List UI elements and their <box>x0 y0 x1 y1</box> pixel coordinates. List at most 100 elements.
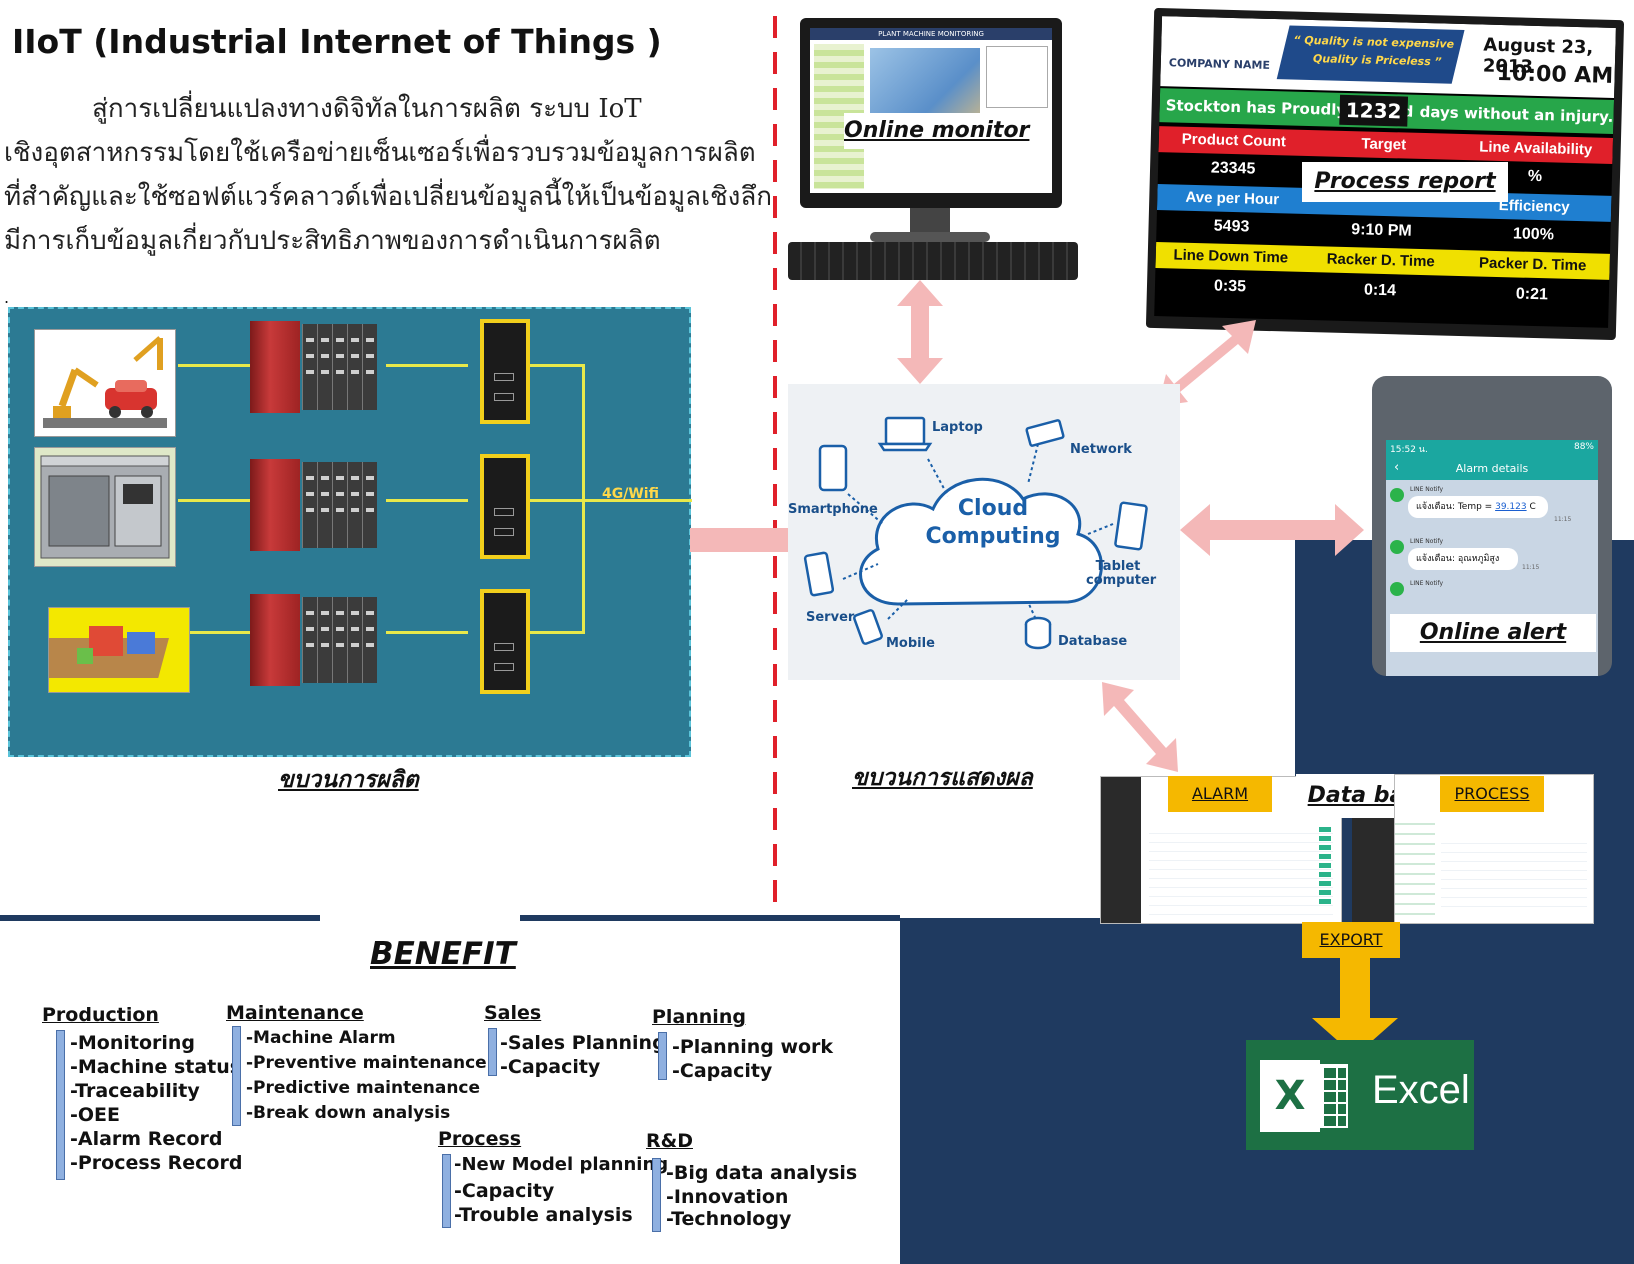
cloud-node-tablet: Tablet computer <box>1086 559 1157 588</box>
alert-unit: C <box>1526 502 1536 512</box>
cloud-node-network: Network <box>1070 442 1132 457</box>
cloud-title-2: Computing <box>925 524 1061 549</box>
robot-arm-image <box>34 329 176 437</box>
cloud-node-smartphone: Smartphone <box>788 502 878 517</box>
notify-label-2: LINE Notify <box>1410 538 1444 545</box>
report-cell: Product Count <box>1181 130 1287 151</box>
benefit-item: -Capacity <box>500 1056 601 1078</box>
excel-grid-icon <box>1320 1064 1348 1128</box>
benefit-bar <box>232 1026 241 1126</box>
benefit-head-production: Production <box>42 1004 159 1026</box>
gateway-device-3 <box>480 589 530 694</box>
monitor-header: PLANT MACHINE MONITORING <box>810 28 1052 40</box>
intro-bullet: . <box>4 288 10 307</box>
benefit-head-sales: Sales <box>484 1002 542 1024</box>
report-cell: 0:35 <box>1213 277 1247 296</box>
plc-unit-3 <box>250 594 378 686</box>
divider-line <box>773 16 777 906</box>
report-cell: Racker D. Time <box>1326 250 1436 271</box>
phone-battery: 88% <box>1573 442 1594 452</box>
plc-unit-2 <box>250 459 378 551</box>
process-report-label: Process report <box>1302 162 1508 202</box>
benefit-item: -OEE <box>70 1104 120 1126</box>
benefit-item: -Break down analysis <box>246 1103 451 1123</box>
intro-line-3: ที่สำคัญและใช้ซอฟต์แวร์คลาวด์เพื่อเปลี่ย… <box>4 182 773 212</box>
benefit-item: -Machine status <box>70 1056 242 1078</box>
excel-logo: X Excel <box>1246 1040 1474 1150</box>
alert-time-2: 11:15 <box>1522 564 1540 571</box>
benefit-bar <box>488 1028 497 1076</box>
benefit-item: -New Model planning <box>454 1154 669 1175</box>
line-icon <box>1390 488 1404 502</box>
excel-label: Excel <box>1372 1068 1470 1112</box>
arrow-cloud-report <box>1158 320 1256 406</box>
alert-message-1: แจ้งเตือน: Temp = 39.123 C <box>1408 496 1548 518</box>
page-title: IIoT (Industrial Internet of Things ) <box>12 22 662 61</box>
cloud-node-database: Database <box>1058 634 1128 649</box>
benefit-item: -Big data analysis <box>666 1162 858 1184</box>
report-cell: 0:14 <box>1363 281 1397 300</box>
report-cell: 23345 <box>1210 159 1256 178</box>
intro-line-4: มีการเก็บข้อมูลเกี่ยวกับประสิทธิภาพของกา… <box>4 226 661 256</box>
benefit-title: BENEFIT <box>370 936 516 972</box>
notify-label-1: LINE Notify <box>1410 486 1444 493</box>
arrow-export-down <box>1312 958 1398 1056</box>
alert-time-1: 11:15 <box>1554 516 1572 523</box>
cloud-node-mobile: Mobile <box>886 636 935 651</box>
gateway-device-2 <box>480 454 530 559</box>
benefit-item: -Sales Planning <box>500 1032 666 1054</box>
assembly-line-image <box>38 607 190 693</box>
production-panel: 4G/Wifi <box>8 307 692 757</box>
excel-x-icon: X <box>1260 1060 1320 1132</box>
process-screenshot <box>1394 774 1594 924</box>
benefit-bar <box>56 1030 65 1180</box>
process-sidebar <box>1395 815 1435 915</box>
alarm-sidebar <box>1101 777 1141 923</box>
report-banner-count: 1232 <box>1339 94 1409 127</box>
smartphone-frame: 15:52 น. 88% ‹ Alarm details LINE Notify… <box>1372 376 1612 676</box>
phone-header-title: Alarm details <box>1455 462 1529 475</box>
benefit-bar <box>658 1032 667 1080</box>
export-button[interactable]: EXPORT <box>1302 922 1400 958</box>
cloud-graphic <box>803 416 1148 650</box>
benefit-head-process: Process <box>438 1128 522 1150</box>
notify-label-3: LINE Notify <box>1410 580 1444 587</box>
intro-line-1: สู่การเปลี่ยนแปลงทางดิจิทัลในการผลิต ระบ… <box>92 94 642 124</box>
benefit-item: -Technology <box>666 1208 792 1230</box>
benefit-bar <box>442 1154 451 1228</box>
arrow-monitor-cloud <box>897 280 943 384</box>
report-cell: 9:10 PM <box>1351 221 1412 240</box>
display-caption: ขบวนการแสดงผล <box>852 765 1033 791</box>
alert-link[interactable]: 39.123 <box>1495 502 1527 512</box>
production-caption: ขบวนการผลิต <box>278 767 419 793</box>
report-time: 10:00 AM <box>1496 60 1614 89</box>
cloud-node-server: Server <box>806 610 855 625</box>
cloud-diagram: Cloud Computing Laptop Network Smartphon… <box>788 384 1180 680</box>
phone-status-bar: 15:52 น. 88% <box>1386 440 1598 456</box>
report-cell: 100% <box>1512 225 1555 244</box>
keyboard-image <box>788 242 1078 280</box>
phone-status-time: 15:52 น. <box>1390 445 1428 455</box>
monitor-side-panel <box>986 46 1048 108</box>
benefit-item: -Trouble analysis <box>454 1204 633 1226</box>
intro-line-2: เชิงอุตสาหกรรมโดยใช้เครือข่ายเซ็นเซอร์เพ… <box>4 138 756 168</box>
benefit-item: -Planning work <box>672 1036 834 1058</box>
alarm-status-column <box>1319 827 1331 907</box>
arrow-production-to-cloud <box>690 512 880 568</box>
alert-message-2: แจ้งเตือน: อุณหภูมิสูง <box>1408 548 1518 570</box>
arrow-cloud-phone <box>1180 504 1364 556</box>
benefit-rule-right <box>520 915 900 921</box>
arrow-cloud-database <box>1102 682 1178 772</box>
plc-unit-1 <box>250 321 378 413</box>
phone-app-header: ‹ Alarm details <box>1386 456 1598 480</box>
cloud-node-laptop: Laptop <box>932 420 983 435</box>
report-cell: Target <box>1361 135 1407 154</box>
report-cell: 0:21 <box>1515 285 1549 304</box>
process-table <box>1441 835 1587 915</box>
report-cell: Packer D. Time <box>1478 254 1587 275</box>
online-alert-label: Online alert <box>1390 614 1596 652</box>
back-icon[interactable]: ‹ <box>1394 460 1400 475</box>
benefit-item: -Innovation <box>666 1186 789 1208</box>
report-cell: Line Down Time <box>1173 246 1289 267</box>
network-label: 4G/Wifi <box>602 486 659 502</box>
